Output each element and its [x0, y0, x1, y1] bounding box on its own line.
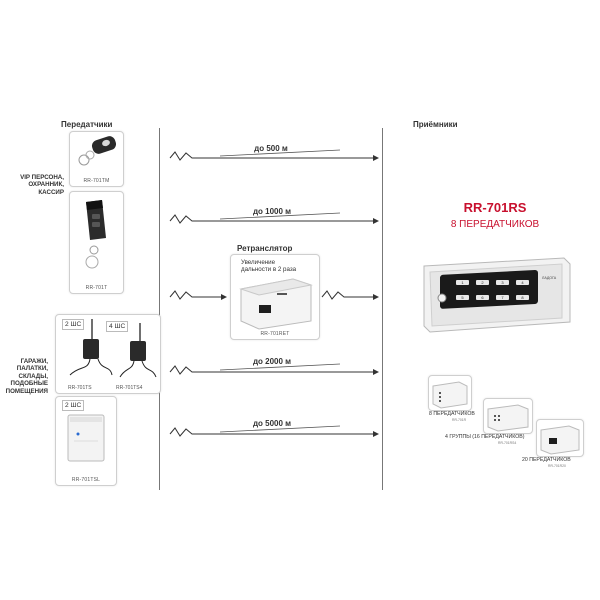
ws-4-label: 4 ШС: [106, 321, 129, 332]
receiver-caption-rr701r: 8 ПЕРЕДАТЧИКОВ: [429, 411, 475, 417]
device-card-rr701ts[interactable]: 2 ШС 4 ШС RR-701TS RR-701TS4: [55, 314, 161, 394]
transmitters-boundary-line: [159, 128, 160, 490]
receiver-card-rr701r[interactable]: [428, 375, 472, 411]
receiver-brand: ЛАДОГА: [542, 276, 557, 280]
ws-2b-label: 2 ШС: [62, 400, 85, 411]
device-caption-ts: RR-701TS: [68, 385, 92, 391]
keyfob-large-icon: [85, 200, 106, 269]
receiver-model-rr701r: RR-701R: [452, 418, 467, 422]
receivers-header: Приёмники: [413, 120, 458, 129]
repeater-header: Ретранслятор: [237, 244, 293, 253]
device-card-rr701ret[interactable]: Увеличение дальности в 2 раза RR-701RET: [230, 254, 320, 340]
receiver-model-rr701rs4: RR-701RS4: [498, 441, 517, 445]
vip-side-label: VIP ПЕРСОНА, ОХРАННИК, КАССИР: [20, 174, 64, 196]
receiver-caption-rr701rs4: 4 ГРУППЫ (16 ПЕРЕДАТЧИКОВ): [445, 434, 525, 440]
device-caption: RR-701RET: [260, 331, 290, 337]
receiver-button-4[interactable]: 4: [516, 280, 529, 285]
receivers-boundary-line: [382, 128, 383, 490]
receiver-small-icon: [540, 425, 580, 455]
repeater-note: Увеличение дальности в 2 раза: [241, 259, 297, 274]
device-card-rr701tsl[interactable]: 2 ШС RR-701TSL: [55, 396, 117, 486]
range-label-1000: до 1000 м: [252, 207, 292, 216]
ws-2-label: 2 ШС: [62, 319, 85, 330]
range-label-5000: до 5000 м: [252, 419, 292, 428]
receiver-keypad: 1 2 3 4 5 6 7 8: [456, 280, 536, 300]
receiver-button-5[interactable]: 5: [456, 295, 469, 300]
wall-transmitter-icon: [67, 414, 105, 462]
device-caption: RR-701T: [85, 285, 108, 291]
receiver-button-7[interactable]: 7: [496, 295, 509, 300]
receiver-button-8[interactable]: 8: [516, 295, 529, 300]
device-caption: RR-701TSL: [71, 477, 101, 483]
receiver-small-icon: [432, 381, 468, 409]
repeater-icon: [239, 278, 313, 330]
device-card-rr701tm[interactable]: RR-701TM: [69, 131, 124, 187]
main-receiver-subtitle: 8 ПЕРЕДАТЧИКОВ: [450, 219, 540, 230]
receiver-button-3[interactable]: 3: [496, 280, 509, 285]
receiver-button-1[interactable]: 1: [456, 280, 469, 285]
garage-side-label: ГАРАЖИ, ПАЛАТКИ, СКЛАДЫ, ПОДОБНЫЕ ПОМЕЩЕ…: [5, 358, 48, 395]
receiver-button-6[interactable]: 6: [476, 295, 489, 300]
receiver-button-2[interactable]: 2: [476, 280, 489, 285]
device-card-rr701t[interactable]: RR-701T: [69, 191, 124, 294]
main-receiver-model: RR-701RS: [463, 200, 527, 215]
main-receiver-device[interactable]: ЛАДОГА 1 2 3 4 5 6 7 8: [420, 256, 573, 334]
wired-transmitter-icon: [69, 319, 157, 378]
receiver-card-rr701r20[interactable]: [536, 419, 584, 457]
transmitters-header: Передатчики: [61, 120, 113, 129]
receiver-card-rr701rs4[interactable]: [483, 398, 533, 434]
range-label-2000: до 2000 м: [252, 357, 292, 366]
range-label-500: до 500 м: [254, 144, 288, 153]
device-caption-ts4: RR-701TS4: [116, 385, 143, 391]
device-caption: RR-701TM: [83, 178, 110, 184]
receiver-caption-rr701r20: 20 ПЕРЕДАТЧИКОВ: [522, 457, 571, 463]
receiver-small-icon: [487, 404, 529, 432]
receiver-model-rr701r20: RR-701R20: [548, 464, 566, 468]
keyfob-small-icon: [78, 136, 117, 166]
